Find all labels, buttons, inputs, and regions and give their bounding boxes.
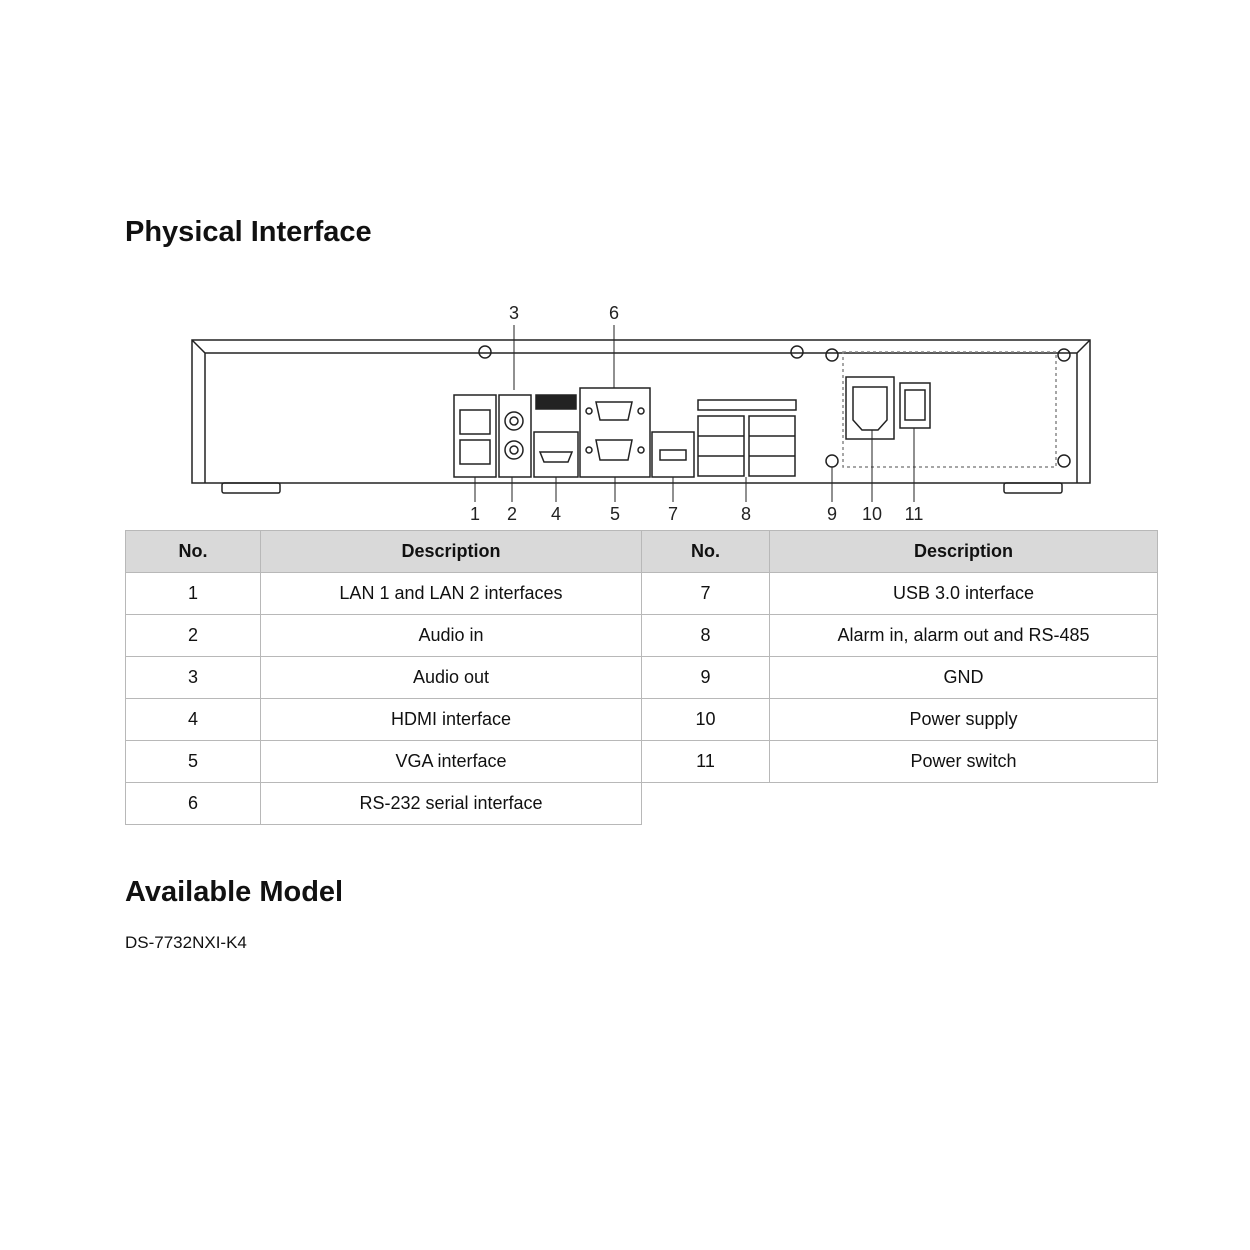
row-desc: Alarm in, alarm out and RS-485 (769, 614, 1158, 657)
screw-icon (790, 345, 804, 359)
row-no: 6 (125, 782, 261, 825)
callout-10: 10 (862, 504, 882, 524)
row-no: 11 (641, 740, 770, 783)
callout-8: 8 (741, 504, 751, 524)
section-title-available-model: Available Model (125, 876, 344, 908)
chassis-outline (191, 339, 1091, 484)
foot-right (1003, 482, 1063, 494)
gnd-screw (825, 454, 839, 468)
row-desc: GND (769, 656, 1158, 699)
psu-vent (842, 351, 1057, 468)
screw-icon (478, 345, 492, 359)
row-no: 3 (125, 656, 261, 699)
callout-5: 5 (610, 504, 620, 524)
callout-9: 9 (827, 504, 837, 524)
header-description: Description (260, 530, 642, 573)
row-desc: Audio in (260, 614, 642, 657)
rs232-port (595, 401, 633, 421)
callout-4: 4 (551, 504, 561, 524)
foot-left (221, 482, 281, 494)
row-no: 5 (125, 740, 261, 783)
callout-2: 2 (507, 504, 517, 524)
row-desc: RS-232 serial interface (260, 782, 642, 825)
hdmi-logo (535, 394, 577, 410)
callout-1: 1 (470, 504, 480, 524)
section-title-physical-interface: Physical Interface (125, 216, 372, 248)
alarm-terminal (748, 415, 796, 477)
row-desc: LAN 1 and LAN 2 interfaces (260, 572, 642, 615)
audio-ports (498, 394, 532, 478)
callout-6: 6 (609, 303, 619, 323)
header-no: No. (125, 530, 261, 573)
row-desc: USB 3.0 interface (769, 572, 1158, 615)
row-desc: Audio out (260, 656, 642, 699)
row-no: 7 (641, 572, 770, 615)
row-no: 10 (641, 698, 770, 741)
vga-port (595, 439, 633, 461)
row-desc: Power switch (769, 740, 1158, 783)
model-number: DS-7732NXI-K4 (125, 933, 247, 952)
rear-panel-diagram: 1 2 3 4 5 6 7 8 9 10 11 (191, 303, 1091, 524)
row-no: 4 (125, 698, 261, 741)
usb-port (651, 431, 695, 478)
row-no: 8 (641, 614, 770, 657)
row-no: 1 (125, 572, 261, 615)
row-desc: Power supply (769, 698, 1158, 741)
callout-11: 11 (905, 504, 924, 524)
row-no: 9 (641, 656, 770, 699)
alarm-label-strip (697, 399, 797, 411)
header-no: No. (641, 530, 770, 573)
callout-7: 7 (668, 504, 678, 524)
callout-3: 3 (509, 303, 519, 323)
header-description: Description (769, 530, 1158, 573)
alarm-terminal (697, 415, 745, 477)
row-desc: HDMI interface (260, 698, 642, 741)
chassis-bevel (191, 339, 1091, 483)
row-no: 2 (125, 614, 261, 657)
row-desc: VGA interface (260, 740, 642, 783)
